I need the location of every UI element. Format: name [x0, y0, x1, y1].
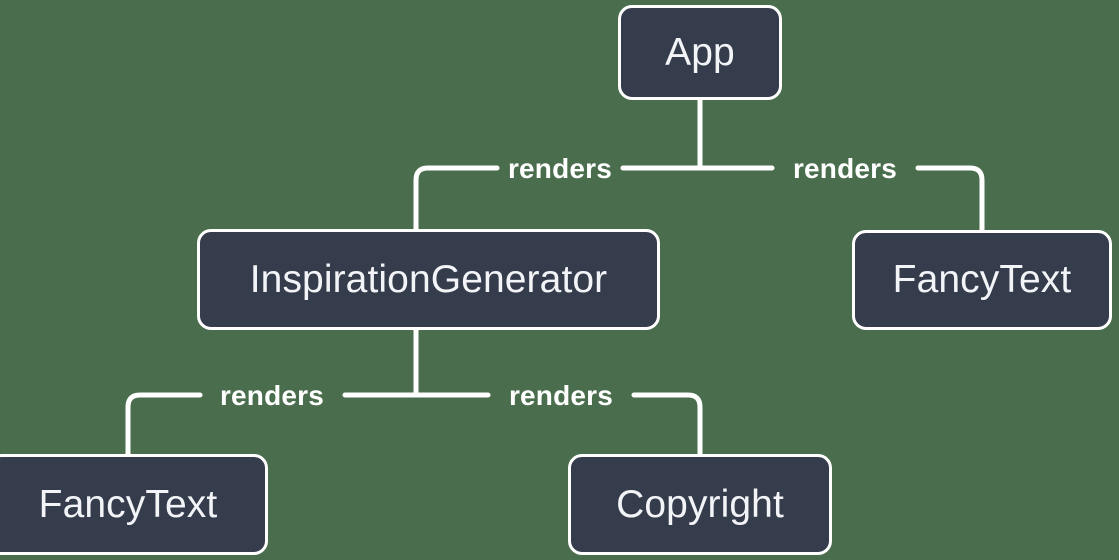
- node-app-label: App: [665, 30, 735, 74]
- node-fancy-text-right[interactable]: FancyText: [852, 230, 1112, 330]
- node-copyright[interactable]: Copyright: [568, 454, 832, 555]
- edge-inspiration-generator-to-fancy-text-bottom: [125, 392, 419, 457]
- edge-label-inspiration-generator-to-fancy-text-bottom: renders: [219, 380, 325, 411]
- edge-label-inspiration-generator-to-copyright: renders: [508, 380, 614, 411]
- node-inspiration-generator-label: InspirationGenerator: [249, 257, 608, 301]
- edge-label-app-to-fancy-text-right: renders: [792, 153, 898, 184]
- node-fancy-text-bottom-label: FancyText: [38, 482, 218, 526]
- edge-inspiration-generator-to-copyright: [413, 392, 703, 457]
- edge-label-app-to-inspiration-generator: renders: [507, 153, 613, 184]
- edge-app-to-inspiration-generator: [413, 165, 703, 232]
- node-fancy-text-right-label: FancyText: [892, 258, 1072, 301]
- node-fancy-text-bottom[interactable]: FancyText: [0, 454, 268, 555]
- node-copyright-label: Copyright: [616, 482, 784, 526]
- node-inspiration-generator[interactable]: InspirationGenerator: [197, 229, 660, 330]
- edge-app-to-fancy-text-right: [697, 165, 985, 233]
- node-app[interactable]: App: [618, 5, 782, 100]
